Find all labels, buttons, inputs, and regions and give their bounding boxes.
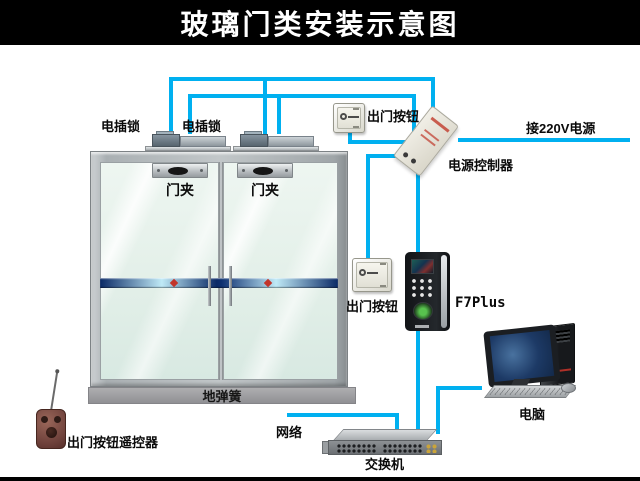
controller-port xyxy=(409,157,418,165)
fingerprint-sensor-icon xyxy=(413,302,433,320)
band-logo-icon xyxy=(263,278,273,288)
exit-button-middle-device xyxy=(352,258,392,292)
door-handle-left xyxy=(208,266,211,306)
reader-side-strip xyxy=(441,255,447,328)
band-logo-icon xyxy=(169,278,179,288)
clamp-slot xyxy=(253,167,273,175)
screw-icon xyxy=(242,169,245,172)
remote-button xyxy=(54,416,61,423)
power-source-label: 接220V电源 xyxy=(526,121,596,136)
network-switch-label: 交换机 xyxy=(365,457,405,472)
button-mark xyxy=(380,285,386,287)
computer-label: 电脑 xyxy=(519,407,546,422)
wire-reader-to-switch xyxy=(416,330,420,432)
key-icon xyxy=(340,112,347,120)
floor-spring-bar: 地弹簧 xyxy=(88,387,356,404)
wire-lock1-drop-b xyxy=(188,94,192,134)
power-controller-label: 电源控制器 xyxy=(448,158,514,173)
bolt-lock-right-device xyxy=(233,128,319,151)
screw-icon xyxy=(285,169,288,172)
bolt-lock-left-label: 电插锁 xyxy=(101,119,141,134)
wire-lock2-drop-b xyxy=(277,94,281,134)
door-clamp-right-device xyxy=(237,163,293,178)
reader-screen xyxy=(411,259,434,274)
wire-controller-to-exit-mid-horizontal xyxy=(368,154,406,158)
wire-lock-loop2-horizontal xyxy=(188,94,416,98)
remote-button xyxy=(46,427,57,438)
button-mark xyxy=(353,108,359,110)
screw-icon xyxy=(157,169,160,172)
wire-network-horizontal xyxy=(287,413,399,417)
switch-port-group xyxy=(337,444,377,453)
exit-button-top-label: 出门按钮 xyxy=(367,109,420,124)
fingerprint-reader-label: F7Plus xyxy=(455,295,506,311)
fingerprint-reader-device xyxy=(405,252,450,331)
wire-220v-power xyxy=(458,138,630,142)
key-icon xyxy=(359,269,366,277)
door-center-divider xyxy=(219,162,223,380)
screw-icon xyxy=(200,169,203,172)
door-handle-right xyxy=(229,266,232,306)
exit-button-middle-label: 出门按钮 xyxy=(346,299,399,314)
door-clamp-left-device xyxy=(152,163,208,178)
computer-mouse xyxy=(561,383,576,393)
title-bar: 玻璃门类安装示意图 xyxy=(0,0,640,45)
page-title: 玻璃门类安装示意图 xyxy=(180,8,460,40)
wire-controller-to-reader xyxy=(416,168,420,252)
remote-antenna xyxy=(49,371,59,413)
exit-remote-device xyxy=(36,409,66,449)
network-label: 网络 xyxy=(276,425,303,440)
exit-button-top-device xyxy=(333,103,365,133)
door-safety-band xyxy=(100,278,338,288)
lock-body xyxy=(240,134,268,147)
monitor-screen xyxy=(489,329,555,383)
door-clamp-left-label: 门夹 xyxy=(166,182,194,198)
lock-bar xyxy=(180,136,226,147)
bolt-lock-right-label: 电插锁 xyxy=(182,119,222,134)
button-face xyxy=(337,107,361,129)
wire-computer-horizontal xyxy=(436,386,482,390)
lock-bar xyxy=(268,136,314,147)
switch-port-group xyxy=(383,444,423,453)
network-switch-device xyxy=(328,440,442,455)
clamp-slot xyxy=(168,167,188,175)
floor-spring-label: 地弹簧 xyxy=(202,389,242,404)
controller-red-print xyxy=(430,116,450,133)
wire-loop1-to-controller xyxy=(431,77,435,115)
wire-computer-to-switch xyxy=(436,386,440,434)
key-icon xyxy=(348,115,359,118)
wire-lock2-drop-a xyxy=(263,77,267,134)
glass-door-right xyxy=(223,162,338,380)
wire-lock1-drop-a xyxy=(169,77,173,134)
wire-lock-loop1-horizontal xyxy=(169,77,435,81)
exit-remote-label: 出门按钮遥控器 xyxy=(67,435,159,450)
controller-red-print xyxy=(420,128,440,147)
wire-loop2-to-controller xyxy=(412,94,416,132)
button-mark xyxy=(380,263,386,265)
lock-body xyxy=(152,134,180,147)
keyboard-keys xyxy=(489,388,571,395)
wire-exit-mid-drop xyxy=(366,154,370,259)
switch-uplink-ports xyxy=(426,444,438,453)
wire-exit-top-drop xyxy=(348,133,352,144)
bottom-border xyxy=(0,477,640,481)
controller-port xyxy=(402,151,410,159)
glass-door-left xyxy=(100,162,219,380)
reader-logo xyxy=(415,325,429,328)
door-clamp-right-label: 门夹 xyxy=(251,182,279,198)
bolt-lock-left-device xyxy=(145,128,231,151)
wire-exit-top-to-controller xyxy=(348,140,406,144)
remote-button xyxy=(41,416,48,423)
reader-keypad xyxy=(411,278,435,299)
key-icon xyxy=(367,272,378,275)
button-mark xyxy=(353,126,359,128)
